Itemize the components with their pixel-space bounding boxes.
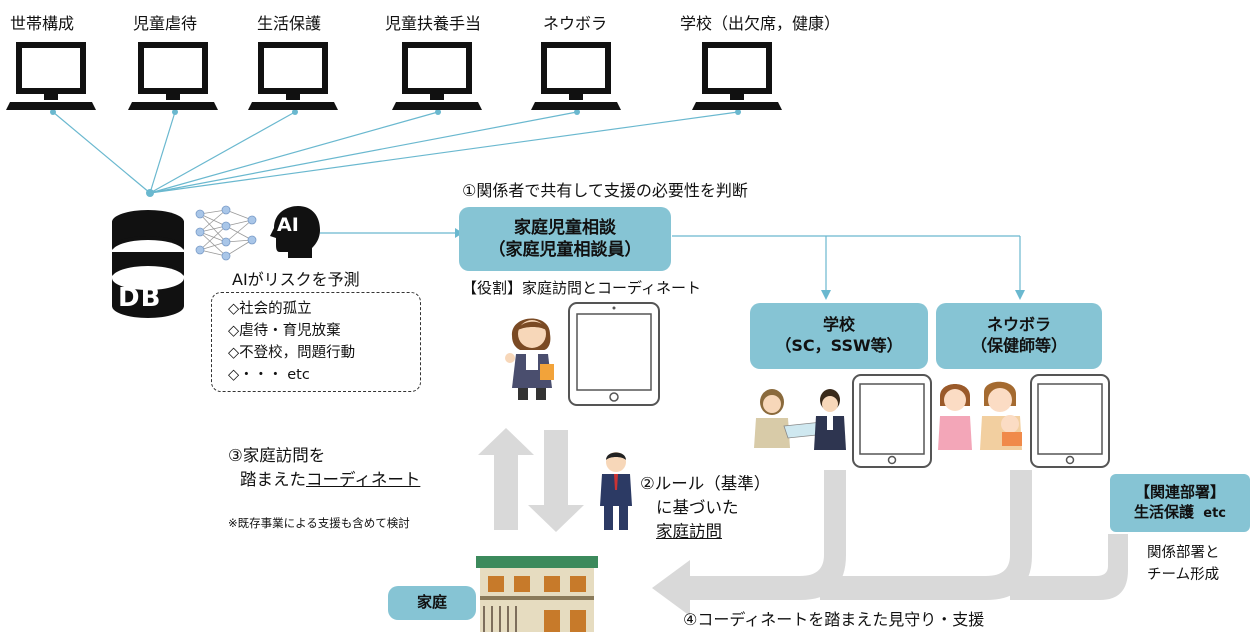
source-label-school: 学校（出欠席，健康）: [680, 14, 841, 33]
database-icon: [112, 210, 184, 318]
step1-text: ①関係者で共有して支援の必要性を判断: [462, 181, 748, 200]
house-illustration: [476, 556, 598, 632]
neuvola-box: ネウボラ （保健師等）: [936, 303, 1102, 369]
school-meeting-illustration: [754, 389, 846, 450]
source-label-household: 世帯構成: [10, 14, 75, 33]
family-consultation-title: 家庭児童相談: [514, 217, 616, 238]
ai-head-icon: [270, 206, 320, 258]
step2-line2: に基づいた: [656, 498, 739, 517]
school-box: 学校 （SC，SSW等）: [750, 303, 928, 369]
step3-line2-prefix: 踏まえた: [240, 470, 306, 489]
computer-icons: [6, 42, 782, 110]
risk-item-social-isolation: ◇社会的孤立: [228, 301, 312, 317]
consultant-person-icon: [505, 318, 554, 400]
related-department-title: 【関連部署】: [1134, 483, 1225, 502]
related-department-box: 【関連部署】 生活保護 etc: [1110, 474, 1250, 532]
visitor-person-icon: [600, 452, 632, 530]
step3-line1: ③家庭訪問を: [228, 446, 326, 465]
neuvola-family-illustration: [938, 381, 1022, 450]
db-label: DB: [118, 283, 162, 313]
family-label: 家庭: [416, 593, 447, 612]
team-text-line2: チーム形成: [1147, 567, 1220, 583]
neuvola-subtitle: （保健師等）: [970, 336, 1067, 355]
tablet-icon-neuvola: [1030, 374, 1110, 468]
team-text-line1: 関係部署と: [1147, 545, 1220, 561]
existing-projects-note: ※既存事業による支援も含めて検討: [228, 516, 410, 530]
step3-line2: 踏まえたコーディネート: [240, 466, 420, 490]
risk-list-box: [211, 292, 421, 392]
curve-arrow-related: [1010, 534, 1128, 600]
curve-arrow-neuvola: [820, 470, 1032, 600]
family-consultation-box: 家庭児童相談 （家庭児童相談員）: [459, 207, 671, 271]
up-arrow: [478, 428, 534, 530]
risk-item-truancy: ◇不登校，問題行動: [228, 345, 356, 361]
school-subtitle: （SC，SSW等）: [775, 336, 903, 355]
family-box: 家庭: [388, 586, 476, 620]
step2-line1: ②ルール（基準）: [640, 474, 771, 493]
ai-label: AI: [277, 214, 299, 236]
tablet-icon-consult: [568, 302, 660, 406]
risk-item-abuse-neglect: ◇虐待・育児放棄: [228, 323, 341, 339]
risk-item-etc: ◇・・・ etc: [228, 367, 310, 383]
role-text: 【役割】家庭訪問とコーディネート: [462, 279, 701, 297]
down-arrow: [528, 430, 584, 532]
family-consultation-subtitle: （家庭児童相談員）: [488, 240, 642, 260]
step2-line3: 家庭訪問: [656, 522, 722, 541]
source-label-child-allowance: 児童扶養手当: [385, 14, 482, 33]
source-label-neuvola: ネウボラ: [543, 14, 608, 33]
related-department-welfare: 生活保護: [1134, 502, 1195, 521]
ai-predicts-risk: AIがリスクを予測: [232, 270, 360, 289]
related-department-etc: etc: [1203, 505, 1226, 521]
step3-line2-coordinate: コーディネート: [306, 470, 421, 489]
step4-text: ④コーディネートを踏まえた見守り・支援: [683, 610, 985, 629]
source-label-child-abuse: 児童虐待: [133, 14, 198, 33]
source-label-welfare: 生活保護: [257, 14, 322, 33]
neuvola-title: ネウボラ: [986, 315, 1051, 335]
related-department-subtitle: 生活保護 etc: [1134, 503, 1226, 523]
tablet-icon-school: [852, 374, 932, 468]
neural-network-icon: [195, 205, 257, 261]
curve-arrow-school: [652, 470, 846, 616]
school-title: 学校: [822, 315, 855, 335]
